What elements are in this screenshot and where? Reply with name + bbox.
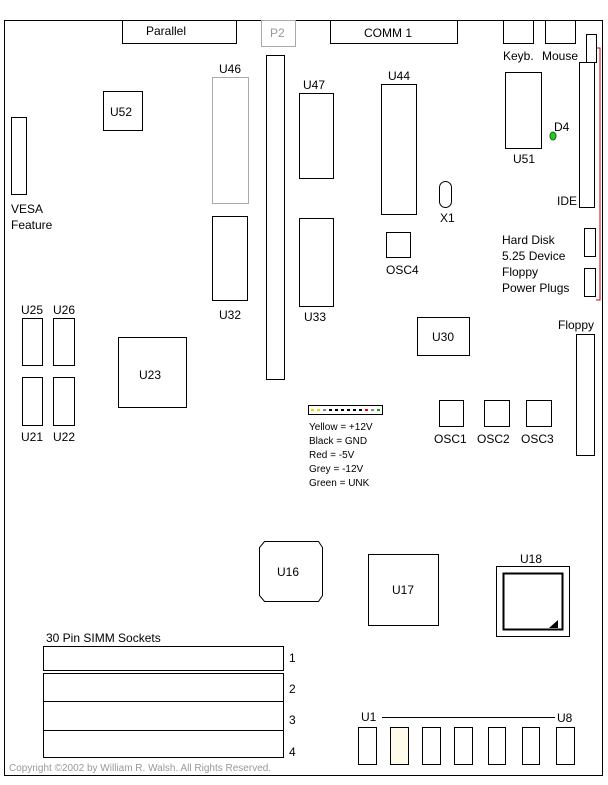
chip-u17 — [368, 554, 439, 626]
osc4-label: OSC4 — [386, 263, 419, 277]
simm-socket-4 — [43, 730, 284, 758]
board-outline — [4, 20, 603, 776]
chip-u23 — [118, 337, 187, 408]
led-d4 — [549, 131, 557, 141]
u52-label: U52 — [110, 105, 133, 119]
power-legend: Yellow = +12V Black = GND Red = -5V Grey… — [309, 421, 373, 491]
u30-label: U30 — [432, 330, 455, 344]
simm-num-2: 2 — [289, 682, 296, 696]
legend-red: Red = -5V — [309, 450, 355, 461]
u21-label: U21 — [21, 430, 44, 444]
simm-num-1: 1 — [289, 651, 296, 665]
ide-label: IDE — [557, 194, 578, 208]
u44-label: U44 — [388, 69, 411, 83]
device-525-label: 5.25 Device — [502, 249, 566, 263]
floppy-plug-label: Floppy — [502, 265, 539, 279]
floppy-power-plug — [584, 268, 596, 297]
u17-label: U17 — [392, 583, 415, 597]
hdd-power-plug — [584, 228, 596, 257]
legend-yellow: Yellow = +12V — [309, 422, 373, 433]
ram-chips-row — [358, 727, 575, 765]
simm-socket-2 — [43, 673, 284, 702]
u8-label: U8 — [557, 711, 573, 725]
u18-label: U18 — [520, 552, 543, 566]
power-connector — [308, 405, 383, 415]
crystal-x1 — [439, 181, 452, 208]
floppy-connector — [576, 334, 595, 456]
small-connector-top — [586, 34, 597, 63]
isa-slot — [266, 55, 285, 380]
comm1-port — [330, 20, 458, 44]
vesa-connector — [11, 117, 27, 195]
mouse-label: Mouse — [542, 49, 579, 63]
u51-label: U51 — [513, 152, 536, 166]
chip-u21 — [22, 377, 43, 426]
mouse-port — [545, 20, 576, 44]
chip-u32 — [212, 216, 248, 301]
vesa-label: VESA — [11, 202, 44, 216]
floppy-label: Floppy — [558, 318, 595, 332]
simm-num-3: 3 — [289, 713, 296, 727]
chip-u33 — [299, 218, 334, 307]
red-cable — [596, 47, 601, 301]
osc2-label: OSC2 — [477, 432, 510, 446]
osc1-label: OSC1 — [434, 432, 467, 446]
u46-label: U46 — [219, 62, 242, 76]
simm-num-4: 4 — [289, 745, 296, 759]
hard-disk-label: Hard Disk — [502, 233, 555, 247]
vesa-feature-label: Feature — [11, 218, 53, 232]
keyboard-port — [503, 20, 534, 44]
chip-u46 — [212, 77, 249, 204]
copyright: Copyright ©2002 by William R. Walsh. All… — [9, 763, 272, 774]
simm-socket-3 — [43, 701, 284, 731]
chip-u18 — [502, 572, 564, 631]
chip-u47 — [299, 93, 334, 179]
u25-label: U25 — [21, 303, 44, 317]
u22-label: U22 — [53, 430, 76, 444]
legend-black: Black = GND — [309, 436, 368, 447]
comm1-label: COMM 1 — [364, 26, 412, 40]
chip-u52 — [103, 91, 143, 131]
u26-label: U26 — [53, 303, 76, 317]
ide-connector — [579, 62, 595, 208]
power-plugs-label: Power Plugs — [502, 281, 570, 295]
u1-label: U1 — [361, 710, 377, 724]
p2-label: P2 — [270, 26, 285, 40]
power-connector-pins — [311, 409, 380, 411]
u23-label: U23 — [139, 368, 162, 382]
chip-u26 — [53, 318, 75, 366]
d4-label: D4 — [554, 120, 570, 134]
chip-u44 — [381, 84, 417, 215]
parallel-label: Parallel — [146, 24, 187, 38]
legend-grey: Grey = -12V — [309, 464, 364, 475]
osc4 — [386, 232, 411, 258]
u33-label: U33 — [304, 310, 327, 324]
x1-label: X1 — [440, 211, 455, 225]
parallel-port — [122, 20, 237, 44]
chip-u30 — [417, 317, 470, 356]
legend-green: Green = UNK — [309, 478, 370, 489]
chip-u25 — [22, 318, 43, 366]
chip-u16 — [259, 541, 323, 602]
osc1 — [439, 400, 464, 427]
simm-title: 30 Pin SIMM Sockets — [46, 631, 161, 645]
chip-u22 — [53, 377, 75, 426]
chip-u18-pin1 — [549, 620, 558, 628]
osc3-label: OSC3 — [521, 432, 554, 446]
u32-label: U32 — [219, 308, 242, 322]
p2-port — [261, 20, 296, 47]
simm-socket-1 — [43, 646, 284, 671]
osc2 — [484, 400, 510, 427]
chip-u51 — [505, 72, 542, 149]
u47-label: U47 — [303, 78, 326, 92]
osc3 — [526, 400, 552, 427]
keyb-label: Keyb. — [503, 49, 534, 63]
u16-label: U16 — [277, 565, 300, 579]
